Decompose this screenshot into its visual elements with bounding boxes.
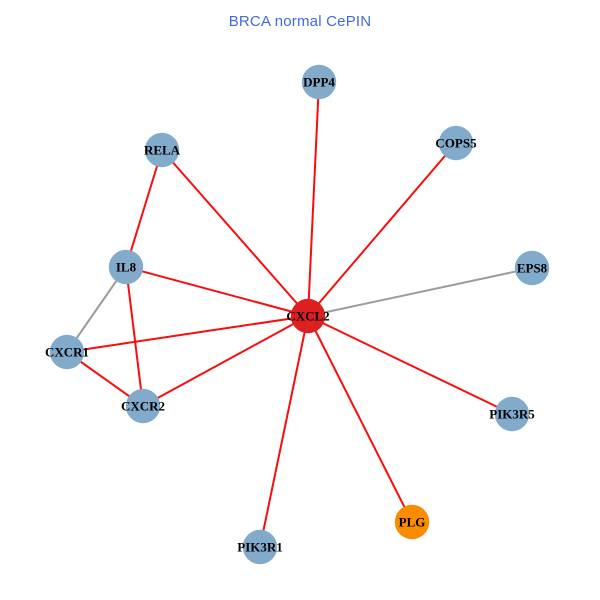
node-label-CXCR1: CXCR1 (45, 345, 89, 360)
node-label-PIK3R5: PIK3R5 (489, 407, 535, 422)
node-CXCL2: CXCL2 (286, 298, 330, 334)
edge-CXCL2-IL8 (125, 266, 309, 317)
node-label-DPP4: DPP4 (303, 75, 335, 90)
node-label-CXCR2: CXCR2 (121, 399, 165, 414)
node-label-IL8: IL8 (116, 260, 137, 275)
node-circle-IL8 (108, 249, 144, 285)
node-circle-DPP4 (301, 64, 337, 100)
node-RELA: RELA (144, 132, 181, 168)
node-IL8: IL8 (108, 249, 144, 285)
node-PIK3R1: PIK3R1 (237, 529, 283, 565)
node-circle-RELA (144, 132, 180, 168)
edge-CXCL2-PIK3R5 (307, 315, 513, 415)
plot-title: BRCA normal CePIN (228, 13, 372, 30)
node-label-COPS5: COPS5 (435, 136, 477, 151)
node-circle-PIK3R5 (494, 396, 530, 432)
node-PIK3R5: PIK3R5 (489, 396, 535, 432)
edge-CXCL2-EPS8 (307, 267, 533, 317)
edge-CXCL2-CXCR2 (142, 315, 309, 407)
node-circle-CXCR2 (125, 388, 161, 424)
edge-CXCL2-DPP4 (307, 81, 320, 317)
edge-RELA-IL8 (125, 149, 163, 268)
edge-CXCL2-PLG (307, 315, 413, 523)
edge-CXCL2-PIK3R1 (259, 315, 309, 548)
node-CXCR1: CXCR1 (45, 334, 89, 370)
edge-CXCL2-COPS5 (307, 142, 457, 317)
node-circle-CXCR1 (49, 334, 85, 370)
node-label-CXCL2: CXCL2 (286, 309, 329, 324)
node-circle-CXCL2 (290, 298, 326, 334)
node-circle-PIK3R1 (242, 529, 278, 565)
node-PLG: PLG (394, 504, 430, 540)
node-EPS8: EPS8 (514, 250, 550, 286)
node-circle-PLG (394, 504, 430, 540)
edge-IL8-CXCR2 (125, 266, 144, 407)
edge-CXCL2-RELA (161, 149, 309, 317)
node-label-EPS8: EPS8 (517, 261, 548, 276)
node-label-PIK3R1: PIK3R1 (237, 540, 283, 555)
edge-CXCL2-CXCR1 (66, 315, 309, 353)
node-CXCR2: CXCR2 (121, 388, 165, 424)
node-label-PLG: PLG (399, 515, 426, 530)
node-DPP4: DPP4 (301, 64, 337, 100)
node-label-RELA: RELA (144, 143, 181, 158)
edge-IL8-CXCR1 (66, 266, 127, 353)
node-circle-EPS8 (514, 250, 550, 286)
node-COPS5: COPS5 (435, 125, 477, 161)
node-circle-COPS5 (438, 125, 474, 161)
